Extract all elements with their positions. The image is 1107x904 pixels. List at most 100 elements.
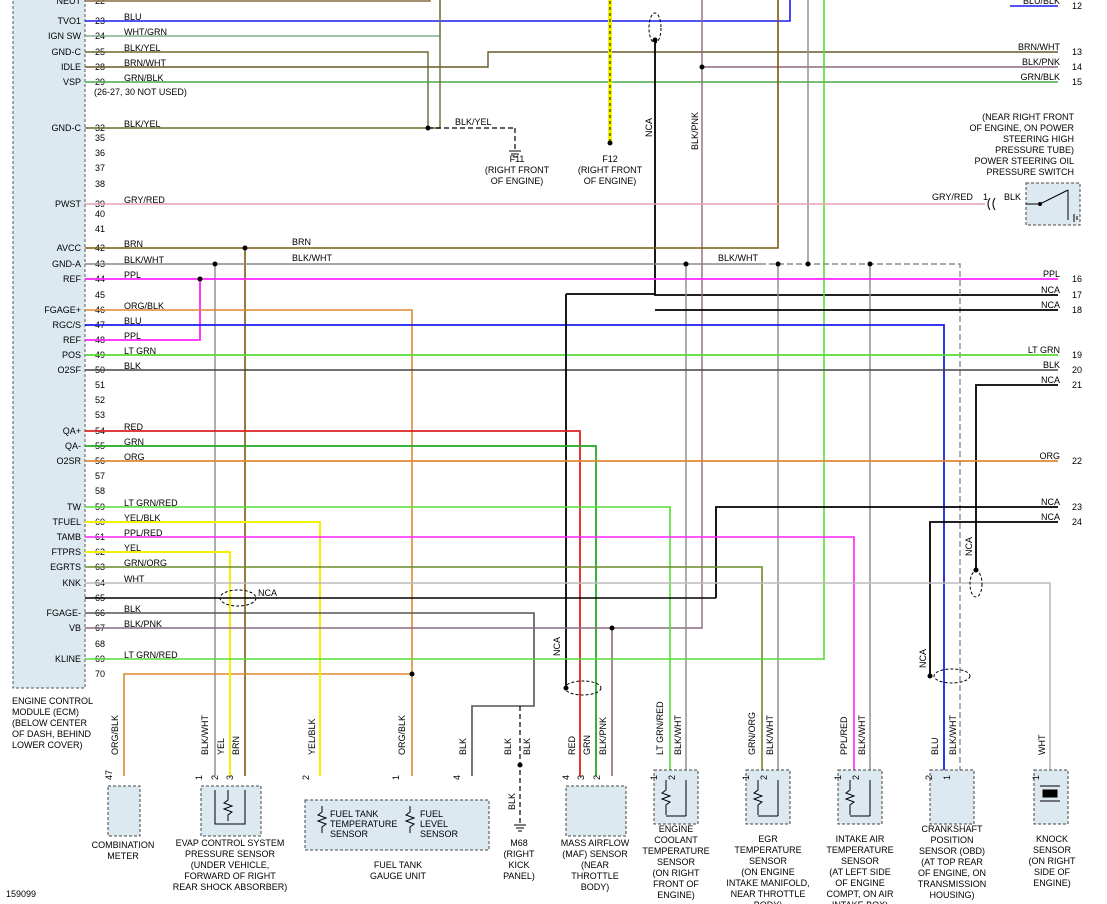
- ecm-pin-wire: WHT/GRN: [124, 27, 167, 37]
- ecm-pin-name: IDLE: [61, 62, 81, 72]
- ecm-pin-wire: GRN: [124, 437, 144, 447]
- combination-meter-pin-number: 47: [104, 770, 114, 780]
- label-nca-21: NCA: [964, 537, 974, 556]
- maf-sensor-pin-wire: RED: [567, 735, 577, 755]
- ckp-sensor-label: SENSOR (OBD): [919, 846, 985, 856]
- connector-icon: [987, 197, 996, 211]
- m68-label: M68: [510, 838, 528, 848]
- label-blk-wht: BLK/WHT: [292, 253, 333, 263]
- node-top-shield: [652, 37, 658, 43]
- ecm-pin-name: GND-C: [52, 123, 82, 133]
- ect-sensor-label: TEMPERATURE: [642, 846, 709, 856]
- right-wire-number: 19: [1072, 350, 1082, 360]
- egr-sensor-pin-number: 1: [741, 775, 751, 780]
- knock-sensor-label: SIDE OF: [1034, 867, 1071, 877]
- right-wire-number: 20: [1072, 365, 1082, 375]
- ecm-pin-name: O2SF: [57, 365, 81, 375]
- node-ckp-shield: [927, 673, 933, 679]
- maf-sensor-label: (NEAR: [581, 860, 610, 870]
- wire-42: [85, 0, 779, 249]
- wire-63: [85, 566, 763, 776]
- node-46: [409, 671, 415, 677]
- wire-blk-pnk-vert: [612, 0, 703, 629]
- fuel-tank-gauge-label: GAUGE UNIT: [370, 871, 427, 881]
- egr-sensor-label: NEAR THROTTLE: [731, 889, 806, 899]
- ecm-pin-wire: YEL: [124, 543, 141, 553]
- evap-sensor-box: [200, 785, 262, 837]
- iat-sensor-label: INTAKE AIR: [836, 834, 885, 844]
- node-43e: [867, 261, 873, 267]
- ecm-label-line: OF DASH, BEHIND: [12, 729, 92, 739]
- node-maf-shield: [563, 685, 569, 691]
- label-ps-switch: PRESSURE TUBE): [995, 145, 1074, 155]
- maf-sensor-label: THROTTLE: [571, 871, 619, 881]
- evap-sensor-pin-number: 1: [194, 775, 204, 780]
- ecm-pin-name: TVO1: [57, 16, 81, 26]
- ckp-sensor-label: POSITION: [930, 835, 973, 845]
- ecm-pin-wire: ORG: [124, 452, 145, 462]
- egr-sensor-label: SENSOR: [749, 856, 788, 866]
- ecm-pin-wire: BRN/WHT: [124, 58, 166, 68]
- right-wire-number: 22: [1072, 456, 1082, 466]
- ecm-pin-wire: GRN/ORG: [124, 558, 167, 568]
- ecm-pin-number: 52: [95, 395, 105, 405]
- ect-sensor-label: (ON RIGHT: [653, 868, 700, 878]
- m68-label: (RIGHT: [504, 849, 535, 859]
- right-wire-color: BLK/PNK: [1022, 57, 1060, 67]
- ecm-pin-name: GND-C: [52, 47, 82, 57]
- right-wire-color: NCA: [1041, 285, 1060, 295]
- ecm-pin-wire: PPL/RED: [124, 528, 163, 538]
- ckp-sensor-pin-wire: BLK/WHT: [948, 714, 958, 755]
- ecm-label-line: LOWER COVER): [12, 740, 83, 750]
- ect-sensor-pin-number: 1: [649, 775, 659, 780]
- egr-sensor-pin-wire: GRN/ORG: [747, 712, 757, 755]
- combination-meter-pin-wire: ORG/BLK: [110, 715, 120, 755]
- label-f12: (RIGHT FRONT: [578, 165, 643, 175]
- wire-54: [85, 430, 581, 776]
- label-f11: (RIGHT FRONT: [485, 165, 550, 175]
- ckp-sensor-label: OF ENGINE, ON: [918, 868, 986, 878]
- node-43b: [683, 261, 689, 267]
- ecm-pin-name: IGN SW: [48, 31, 82, 41]
- ecm-pin-name: AVCC: [57, 243, 82, 253]
- fuel-tank-gauge-pin-number: 1: [391, 775, 401, 780]
- right-wire-color: NCA: [1041, 512, 1060, 522]
- right-wire-color: NCA: [1041, 497, 1060, 507]
- egr-sensor-label: TEMPERATURE: [734, 845, 801, 855]
- ckp-sensor-label: (AT TOP REAR: [921, 857, 983, 867]
- m68-pin-wire: BLK: [522, 738, 532, 755]
- evap-sensor-label: EVAP CONTROL SYSTEM: [176, 838, 285, 848]
- iat-sensor-label: COMPT, ON AIR: [826, 889, 894, 899]
- ecm-pin-wire: BLK: [124, 361, 141, 371]
- wire-62: [85, 551, 231, 776]
- node-43c: [775, 261, 781, 267]
- right-wire-color: NCA: [1041, 300, 1060, 310]
- ecm-pin-name: TFUEL: [52, 517, 81, 527]
- evap-sensor-pin-number: 2: [210, 775, 220, 780]
- ecm-pin-wire: YEL/BLK: [124, 513, 161, 523]
- label-f12: F12: [602, 154, 618, 164]
- ckp-sensor-pin-wire: BLU: [930, 737, 940, 755]
- evap-sensor-pin-number: 3: [225, 775, 235, 780]
- ecm-box: [12, 0, 86, 689]
- shield-ckp: [933, 668, 971, 684]
- ecm-pin-number: 37: [95, 163, 105, 173]
- fuel-tank-gauge-sub-label-2: FUEL: [420, 809, 443, 819]
- ecm-pin-wire: WHT: [124, 574, 145, 584]
- wire-nca-24: [929, 521, 1058, 678]
- maf-sensor-pin-number: 4: [561, 775, 571, 780]
- right-wire-number: 13: [1072, 47, 1082, 57]
- ecm-pin-number: 70: [95, 669, 105, 679]
- ecm-pin-wire: BLK/PNK: [124, 619, 162, 629]
- evap-sensor-label: PRESSURE SENSOR: [185, 849, 276, 859]
- iat-sensor-label: TEMPERATURE: [826, 845, 893, 855]
- evap-sensor-label: (UNDER VEHICLE,: [191, 860, 270, 870]
- iat-sensor-pin-wire: PPL/RED: [839, 716, 849, 755]
- fuel-tank-gauge-pin-number: 4: [452, 775, 462, 780]
- node-42: [242, 245, 248, 251]
- combination-meter-label: METER: [107, 851, 139, 861]
- ecm-pin-name: RGC/S: [52, 320, 81, 330]
- ecm-pin-name: KLINE: [55, 654, 81, 664]
- iat-sensor-label: INTAKE BOX): [832, 900, 888, 904]
